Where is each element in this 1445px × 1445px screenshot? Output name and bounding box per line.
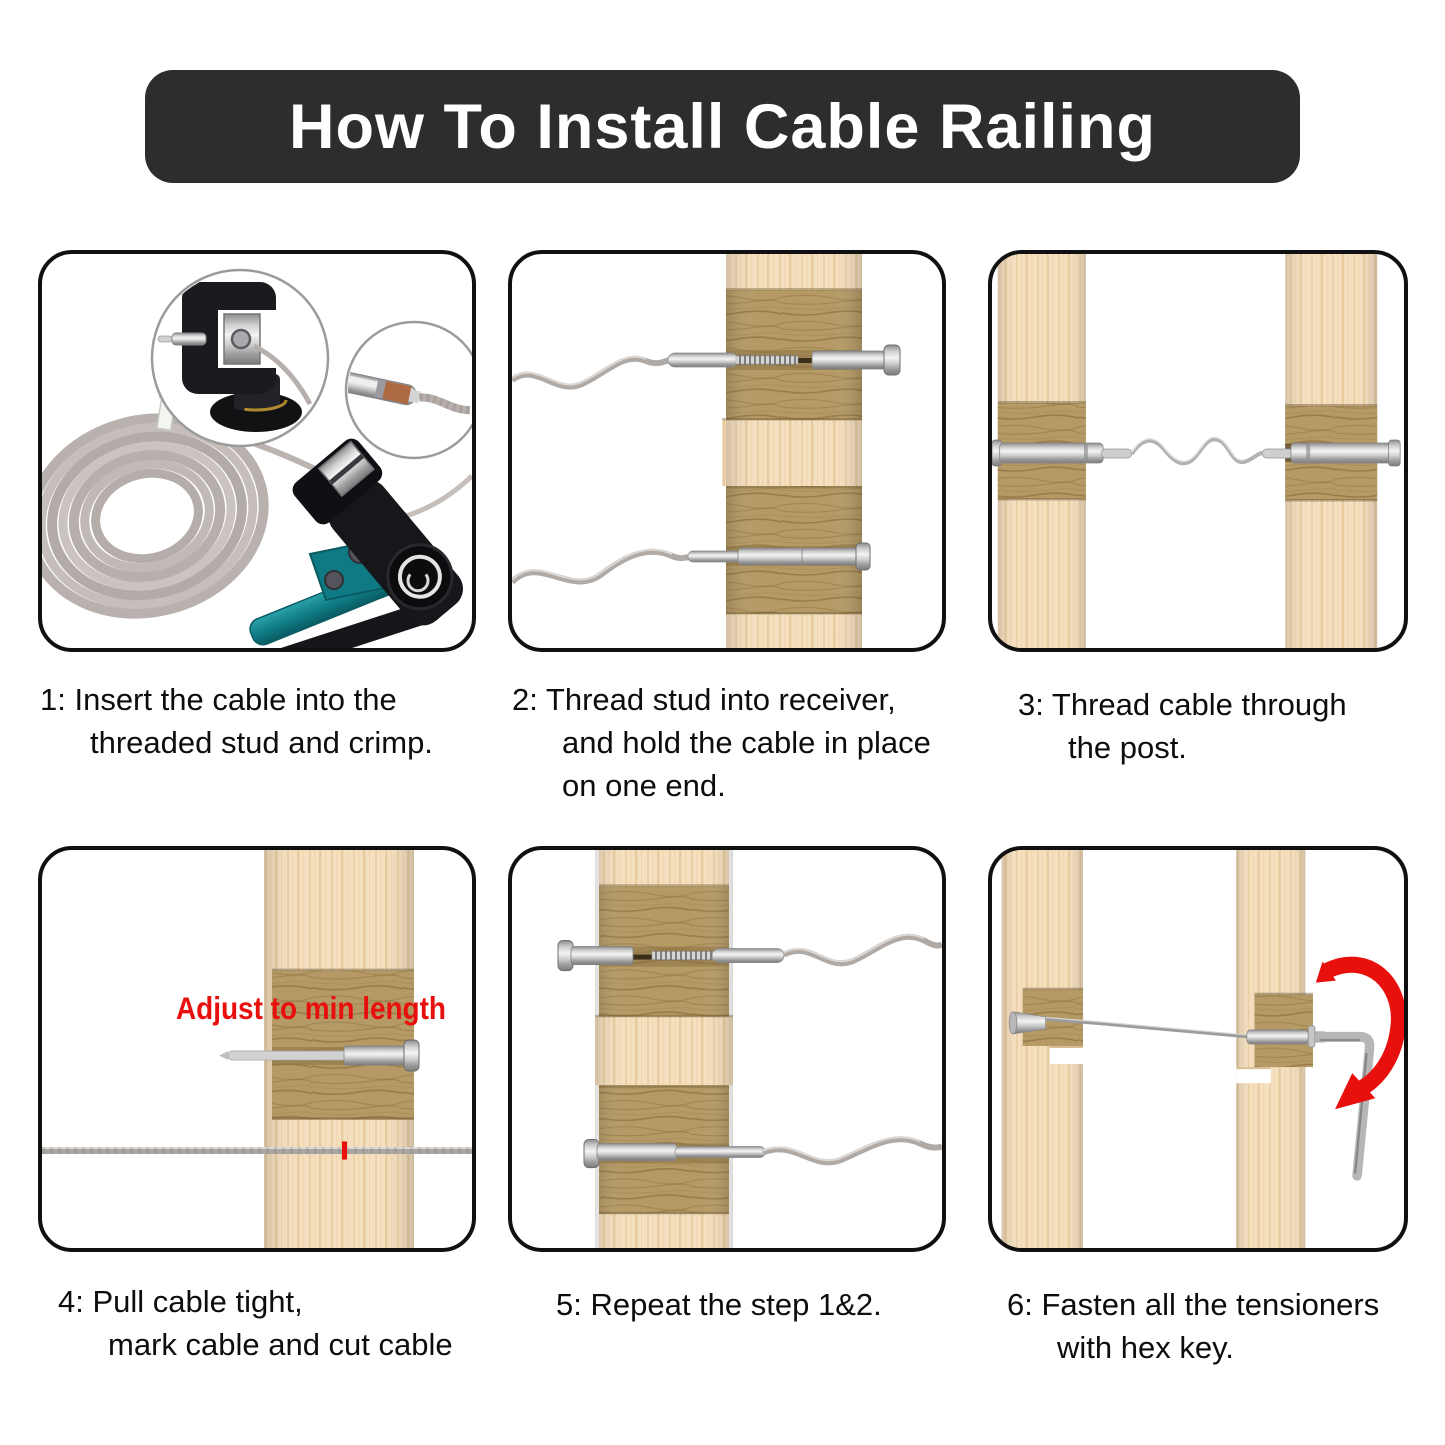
step-2-caption: 2: Thread stud into receiver, and hold t… bbox=[512, 678, 931, 807]
caption-line: mark cable and cut cable bbox=[108, 1327, 453, 1362]
cut-mark bbox=[342, 1141, 347, 1160]
caption-line: and hold the cable in place bbox=[562, 725, 931, 760]
hex-key bbox=[1314, 1031, 1375, 1181]
step-6-illustration bbox=[1001, 850, 1404, 1248]
bottom-cable-fitting bbox=[583, 1136, 942, 1169]
right-sleeve bbox=[1261, 439, 1401, 467]
title-banner: How To Install Cable Railing bbox=[145, 70, 1300, 183]
step-4-panel: Adjust to min length bbox=[38, 846, 476, 1252]
cable-sleeve bbox=[667, 352, 739, 368]
step-6-caption: 6: Fasten all the tensioners with hex ke… bbox=[1007, 1283, 1379, 1369]
step-3-illustration bbox=[992, 254, 1401, 648]
caption-line: with hex key. bbox=[1057, 1330, 1234, 1365]
caption-line: 3: Thread cable through bbox=[1018, 687, 1347, 722]
step-6-panel bbox=[988, 846, 1408, 1252]
step-4-illustration: Adjust to min length bbox=[42, 850, 472, 1248]
steel-cable bbox=[42, 1141, 472, 1160]
step-1-panel bbox=[38, 250, 476, 652]
caption-line: 6: Fasten all the tensioners bbox=[1007, 1287, 1380, 1322]
page-title: How To Install Cable Railing bbox=[289, 91, 1156, 162]
step-1-caption: 1: Insert the cable into the threaded st… bbox=[40, 678, 433, 764]
step-5-caption: 5: Repeat the step 1&2. bbox=[556, 1283, 882, 1326]
step-2-illustration bbox=[512, 254, 901, 648]
tensioner bbox=[219, 1039, 420, 1072]
step-5-panel bbox=[508, 846, 946, 1252]
wood-post-left bbox=[1001, 850, 1084, 1248]
receiver bbox=[811, 350, 887, 370]
step-2-panel bbox=[508, 250, 946, 652]
left-tensioner bbox=[1008, 1011, 1046, 1035]
caption-line: 5: Repeat the step 1&2. bbox=[556, 1287, 882, 1322]
step-1-illustration bbox=[42, 268, 472, 648]
steel-cable bbox=[782, 933, 942, 967]
step-5-illustration bbox=[557, 850, 942, 1248]
caption-line: threaded stud and crimp. bbox=[90, 725, 433, 760]
steel-cable bbox=[1130, 437, 1265, 466]
step-3-panel bbox=[988, 250, 1408, 652]
receiver-head bbox=[883, 344, 901, 376]
adjust-length-label: Adjust to min length bbox=[176, 991, 446, 1026]
caption-line: 2: Thread stud into receiver, bbox=[512, 682, 896, 717]
steel-cable bbox=[512, 355, 671, 390]
bottom-cable-fitting bbox=[512, 542, 871, 585]
rotate-arrow-icon bbox=[1315, 956, 1404, 1110]
step-4-caption: 4: Pull cable tight, mark cable and cut … bbox=[58, 1280, 453, 1366]
top-cable-fitting bbox=[512, 344, 901, 390]
wood-post bbox=[722, 254, 862, 648]
caption-line: 1: Insert the cable into the bbox=[40, 682, 397, 717]
threaded-stud bbox=[735, 355, 799, 365]
steel-cable bbox=[761, 1136, 942, 1166]
wood-post bbox=[595, 850, 733, 1248]
caption-line: 4: Pull cable tight, bbox=[58, 1284, 303, 1319]
step-3-caption: 3: Thread cable through the post. bbox=[1018, 683, 1347, 769]
steel-cable bbox=[512, 548, 691, 585]
left-sleeve bbox=[992, 439, 1133, 467]
caption-line: the post. bbox=[1068, 730, 1187, 765]
top-cable-fitting bbox=[557, 933, 942, 972]
wood-post-right bbox=[1236, 850, 1313, 1248]
steel-cable bbox=[1020, 1015, 1253, 1039]
sleeve-detail-inset bbox=[344, 320, 472, 460]
crimping-tool bbox=[249, 438, 464, 648]
crimp-detail-inset bbox=[150, 268, 330, 448]
caption-line: on one end. bbox=[562, 768, 726, 803]
